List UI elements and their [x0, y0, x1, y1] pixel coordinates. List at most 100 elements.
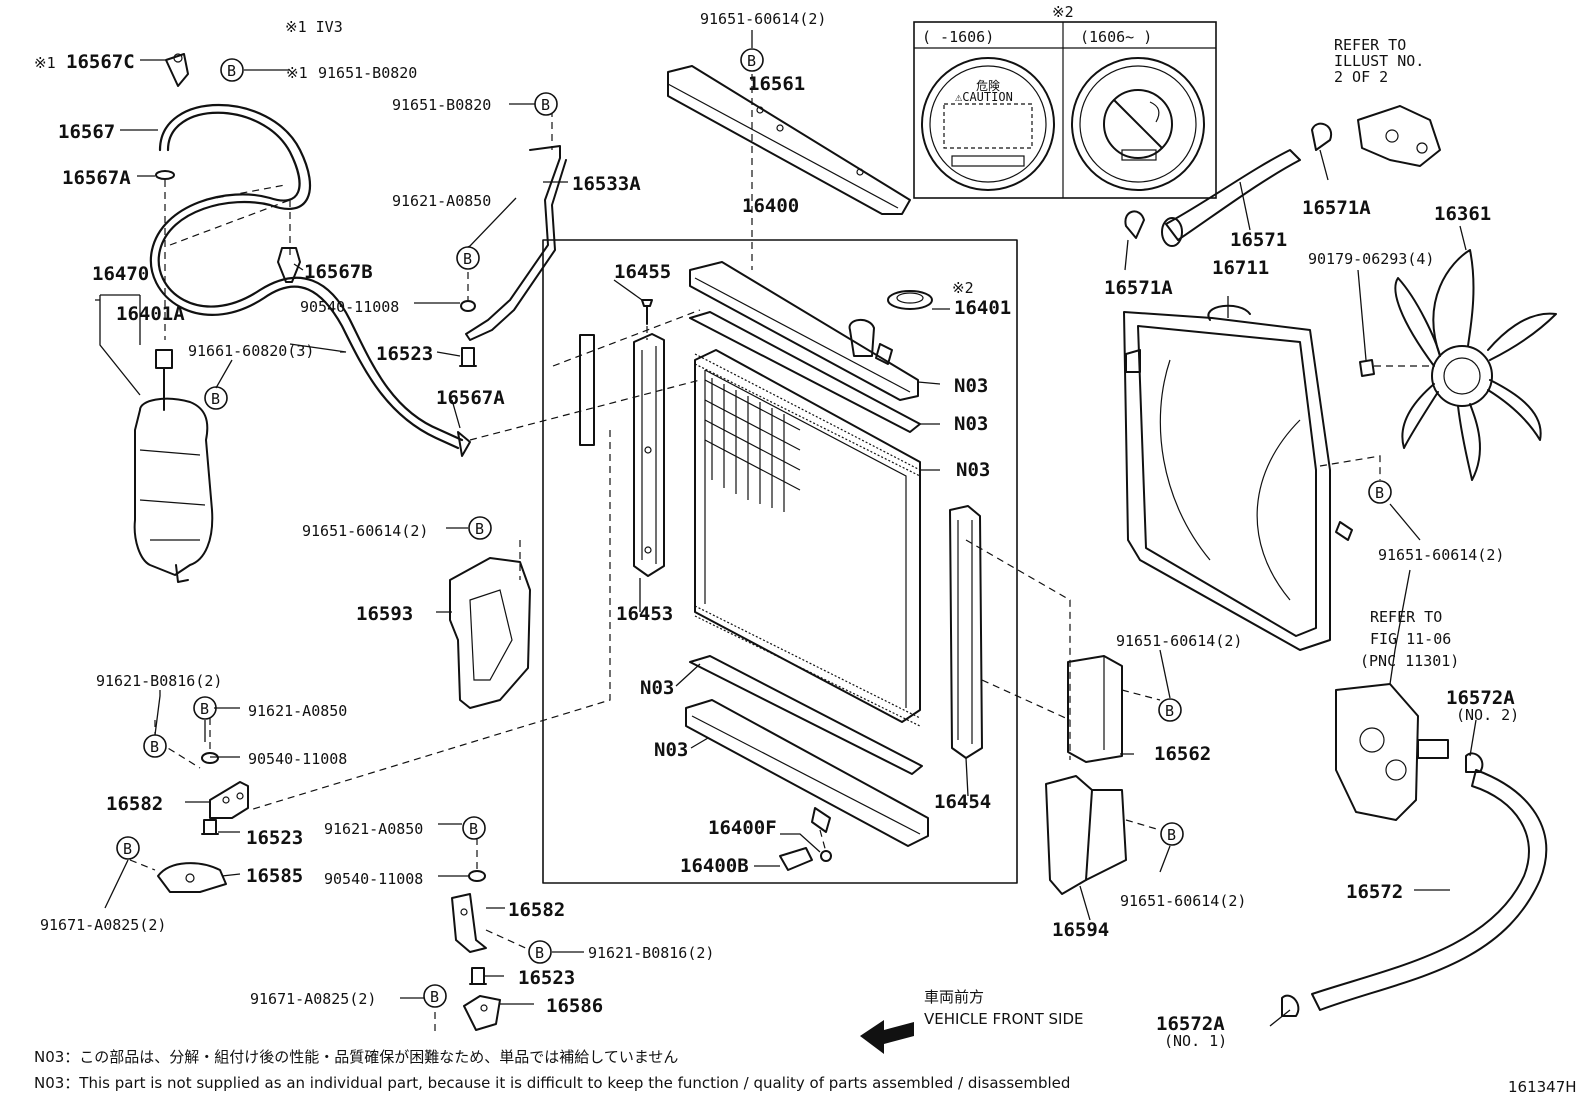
label-16572A-no1: 16572A: [1156, 1013, 1225, 1035]
bolt-mark-icon: B: [193, 696, 217, 720]
label-91651-B0820-b: 91651-B0820: [392, 96, 491, 114]
label-91671-A0825-a: 91671-A0825(2): [40, 916, 166, 934]
label-91621-A0850-b: 91621-A0850: [248, 702, 347, 720]
fan-nut-90179: [1359, 359, 1375, 377]
hose-clip-16567C: [165, 53, 189, 87]
hose-clamp-16571A-b: [1311, 122, 1333, 151]
side-dash: [965, 539, 1071, 760]
label-N03-3: N03: [956, 459, 990, 481]
note-n03-en: N03：This part is not supplied as an indi…: [34, 1074, 1070, 1092]
label-N03-4: N03: [640, 677, 674, 699]
label-16594: 16594: [1052, 919, 1109, 941]
label-16361: 16361: [1434, 203, 1491, 225]
water-pump-ref: [1335, 683, 1449, 821]
refer-fig-line3: (PNC 11301): [1360, 652, 1459, 670]
cap-kiken-text: 危険: [976, 79, 1000, 93]
label-91671-A0825-b: 91671-A0825(2): [250, 990, 376, 1008]
hose-clamp-16567A-top: [155, 170, 175, 180]
drain-plug-16400B: [779, 847, 813, 871]
label-16572: 16572: [1346, 881, 1403, 903]
svg-text:B: B: [1165, 702, 1174, 720]
label-16567C: 16567C: [66, 51, 135, 73]
upper-hose-16571: [1161, 149, 1301, 247]
bolt-mark-icon: B: [1368, 480, 1392, 504]
bolt-mark-icon: B: [528, 940, 552, 964]
radiator-gasket-2: [689, 655, 923, 775]
hose-dash-1: [164, 180, 291, 340]
bracket-16582-b: [451, 893, 487, 953]
refer-fig-line1: REFER TO: [1370, 608, 1442, 626]
bolt-mark-icon: B: [462, 816, 486, 840]
svg-text:B: B: [430, 988, 439, 1006]
radiator-cap-variant-table: ( -1606) (1606~ ) 危険 ⚠CAUTION: [913, 21, 1217, 199]
figure-id: 161347H: [1508, 1078, 1577, 1096]
vehicle-front-arrow-icon: [860, 1020, 914, 1054]
label-91651-60614-l: 91651-60614(2): [302, 522, 428, 540]
seal-strip-left: [579, 334, 595, 446]
radiator-cap-16401: [887, 290, 933, 310]
refer-illust-line2: ILLUST NO.: [1334, 52, 1424, 70]
label-91651-60614-top: 91651-60614(2): [700, 10, 826, 28]
radiator-core: [694, 349, 921, 727]
side-support-16453: [633, 333, 665, 577]
reserve-tank-16470: [133, 397, 214, 583]
drain-cock-16400F: [820, 850, 832, 862]
bracket-16582-a: [209, 781, 249, 819]
core-dash: [249, 309, 827, 853]
seal-16594: [1045, 775, 1127, 895]
label-N03-2: N03: [954, 413, 988, 435]
bolt-16455: [641, 299, 653, 325]
hose-clamp-16571A-a: [1124, 210, 1145, 239]
label-16567A-top: 16567A: [62, 167, 131, 189]
label-16572A-no2-sub: (NO. 2): [1456, 706, 1519, 724]
label-16586: 16586: [546, 995, 603, 1017]
label-91651-60614-r2: 91651-60614(2): [1120, 892, 1246, 910]
lower-left-dash: [129, 718, 211, 871]
label-90540-11008-b: 90540-11008: [248, 750, 347, 768]
label-90540-11008-a: 90540-11008: [300, 298, 399, 316]
mark1-symbol-2: ※1: [286, 64, 308, 82]
svg-text:B: B: [541, 96, 550, 114]
stay-16533A: [465, 145, 567, 341]
cap-caution-text: ⚠CAUTION: [955, 90, 1013, 104]
label-16562: 16562: [1154, 743, 1211, 765]
cap-table-col1: ( -1606): [922, 28, 994, 46]
label-90179-06293: 90179-06293(4): [1308, 250, 1434, 268]
label-16567A-bottom: 16567A: [436, 387, 505, 409]
label-91621-B0816-b: 91621-B0816(2): [588, 944, 714, 962]
bracket-16585: [157, 862, 227, 893]
mark2-symbol: ※2: [1052, 3, 1074, 21]
label-16571: 16571: [1230, 229, 1287, 251]
label-16585: 16585: [246, 865, 303, 887]
label-16523-c: 16523: [518, 967, 575, 989]
radiator-cap-new-icon: [1071, 57, 1205, 191]
mark1-symbol: ※1: [34, 54, 56, 72]
svg-text:B: B: [469, 820, 478, 838]
label-16582-b: 16582: [508, 899, 565, 921]
bolt-mark-icon: B: [456, 246, 480, 270]
bracket-16586: [463, 995, 501, 1031]
cushion-90540-c: [468, 870, 486, 882]
label-91621-A0850-c: 91621-A0850: [324, 820, 423, 838]
label-91651-B0820-a: 91651-B0820: [318, 64, 417, 82]
svg-text:B: B: [463, 250, 472, 268]
bolt-16523-a: [459, 347, 477, 367]
svg-text:B: B: [535, 944, 544, 962]
tank-leaders: [99, 294, 141, 396]
hose-clamp-16572A-no2: [1465, 752, 1484, 773]
refer-illust-line1: REFER TO: [1334, 36, 1406, 54]
label-N03-5: N03: [654, 739, 688, 761]
svg-text:B: B: [211, 390, 220, 408]
seal-16562: [1067, 655, 1123, 763]
label-16453: 16453: [616, 603, 673, 625]
label-91621-A0850-a: 91621-A0850: [392, 192, 491, 210]
label-16571A-b: 16571A: [1302, 197, 1371, 219]
cushion-90540-a: [201, 752, 219, 764]
cushion-90540-b: [460, 300, 476, 312]
refer-fig-line2: FIG 11-06: [1370, 630, 1451, 648]
note-n03-jp: N03：この部品は、分解・組付け後の性能・品質確保が困難なため、単品では補給して…: [34, 1048, 678, 1066]
lower-mid-dash: [434, 826, 531, 1034]
hose-clip-16567B: [277, 247, 301, 283]
bolt-mark-icon: B: [468, 516, 492, 540]
svg-text:B: B: [1375, 484, 1384, 502]
